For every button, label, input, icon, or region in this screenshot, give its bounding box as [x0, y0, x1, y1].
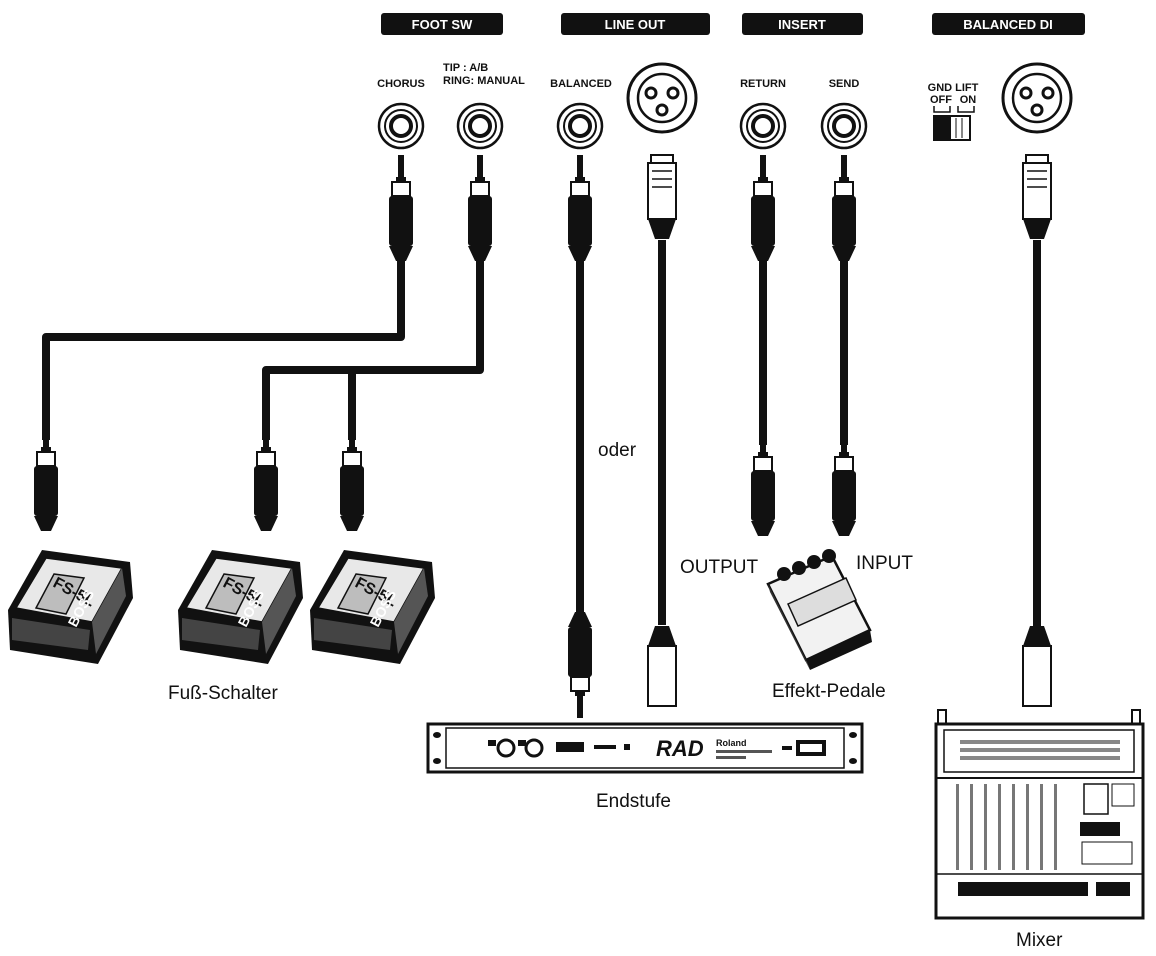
caption-effekt-pedale: Effekt-Pedale: [772, 681, 886, 702]
chorus-plug: [388, 154, 414, 262]
caption-oder: oder: [598, 440, 637, 461]
chorus-jack: [377, 102, 425, 150]
power-amp: RAD Roland: [426, 722, 864, 774]
ab-manual-plug: [467, 154, 493, 262]
ab-manual-jack: [456, 102, 504, 150]
label-balanced: BALANCED: [550, 78, 612, 90]
label-on: ON: [960, 94, 977, 106]
effect-pedal: [766, 549, 872, 670]
amp-brand: Roland: [716, 738, 747, 748]
caption-output: OUTPUT: [680, 557, 759, 578]
header-foot-sw: FOOT SW: [381, 13, 503, 35]
fs3-plug: [339, 424, 365, 532]
pedal-output-plug: [750, 429, 776, 537]
mixer: [934, 709, 1145, 920]
pedal-input-plug: [831, 429, 857, 537]
return-plug: [750, 154, 776, 262]
balanced-out-plug: [567, 154, 593, 262]
line-out-xlr-plug: [647, 154, 677, 240]
mixer-xlr-plug: [1022, 625, 1052, 707]
label-chorus: CHORUS: [377, 78, 425, 90]
caption-mixer: Mixer: [1016, 930, 1063, 951]
footswitch-2: FS-5L BOSS: [177, 549, 304, 665]
fs2-plug: [253, 424, 279, 532]
return-jack: [739, 102, 787, 150]
caption-endstufe: Endstufe: [596, 791, 671, 812]
label-gnd-lift: GND LIFT: [928, 82, 979, 94]
amp-xlr-plug: [647, 625, 677, 707]
balanced-di-xlr-socket: [1001, 62, 1073, 134]
fs1-plug: [33, 424, 59, 532]
label-return: RETURN: [740, 78, 786, 90]
label-tip: TIP : A/B: [443, 62, 488, 74]
header-foot-sw-label: FOOT SW: [412, 17, 473, 32]
label-ring: RING: MANUAL: [443, 75, 525, 87]
line-out-xlr-socket: [626, 62, 698, 134]
gnd-lift-switch: [933, 106, 975, 141]
footswitch-3: FS-5L BOSS: [309, 549, 436, 665]
cables: [42, 240, 1041, 630]
amp-jack-plug: [568, 612, 592, 718]
label-send: SEND: [829, 78, 860, 90]
caption-fuss-schalter: Fuß-Schalter: [168, 683, 278, 704]
amp-logo: RAD: [656, 736, 704, 761]
header-insert: INSERT: [742, 13, 863, 35]
header-line-out: LINE OUT: [561, 13, 710, 35]
header-balanced-di-label: BALANCED DI: [963, 17, 1053, 32]
mixer-faders: [958, 882, 1130, 896]
header-line-out-label: LINE OUT: [605, 17, 666, 32]
footswitch-1: FS-5L BOSS: [7, 549, 134, 665]
header-balanced-di: BALANCED DI: [932, 13, 1085, 35]
send-jack: [820, 102, 868, 150]
balanced-out-jack: [556, 102, 604, 150]
header-insert-label: INSERT: [778, 17, 826, 32]
label-off: OFF: [930, 94, 952, 106]
balanced-di-xlr-plug: [1022, 154, 1052, 240]
caption-input: INPUT: [856, 553, 913, 574]
send-plug: [831, 154, 857, 262]
mixer-channel-strips: [956, 784, 1057, 870]
